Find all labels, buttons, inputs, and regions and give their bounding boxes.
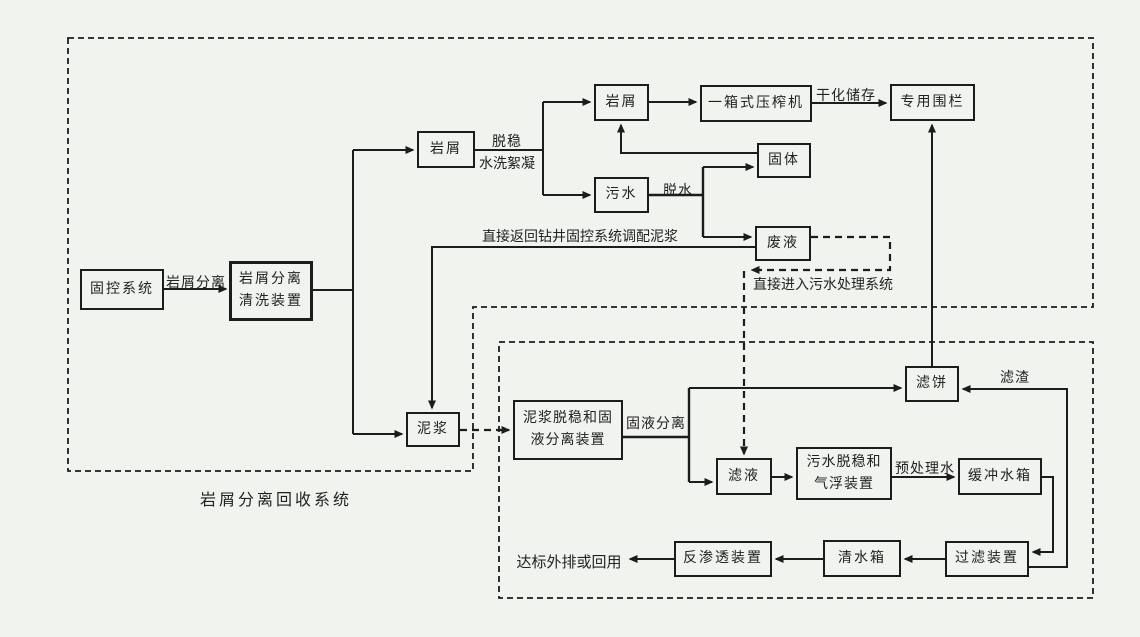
node-dedicated-enclosure: 专用围栏 — [890, 84, 975, 121]
node-label: 液分离装置 — [530, 432, 606, 448]
node-label: 一箱式压榨机 — [708, 94, 804, 111]
node-label: 泥浆脱稳和固 — [523, 410, 613, 427]
node-label: 反渗透装置 — [683, 550, 763, 567]
edge-label-cuttings-separation: 岩屑分离 — [166, 275, 226, 291]
node-cuttings-separation-washing-device: 岩屑分离 清洗装置 — [229, 261, 313, 321]
node-label: 滤液 — [728, 467, 760, 484]
edge-solids-to-cuttings2 — [617, 123, 757, 154]
label-discharge-or-reuse: 达标外排或回用 — [516, 553, 622, 571]
node-filtrate: 滤液 — [716, 458, 772, 495]
node-cuttings-1: 岩屑 — [417, 131, 475, 168]
edge-washing-split-trunk — [312, 150, 354, 434]
node-reverse-osmosis-device: 反渗透装置 — [674, 541, 772, 577]
node-filter-device: 过滤装置 — [945, 541, 1029, 577]
node-label: 滤饼 — [916, 375, 948, 392]
node-label: 岩屑 — [605, 93, 638, 110]
node-label: 过滤装置 — [955, 550, 1019, 567]
edge-label-enter-sewage-system: 直接进入污水处理系统 — [753, 277, 893, 293]
node-box-press: 一箱式压榨机 — [700, 85, 812, 122]
inner-region-boundary — [498, 341, 1094, 599]
node-label: 污水 — [605, 186, 638, 203]
edge-sewage-split-trunk — [649, 167, 705, 237]
edge-label-filter-residue: 滤渣 — [1000, 370, 1030, 386]
node-mud-destab-separation-device: 泥浆脱稳和固 液分离装置 — [513, 400, 623, 460]
node-label: 废液 — [767, 234, 799, 251]
node-clear-water-tank: 清水箱 — [823, 540, 901, 577]
node-label: 固体 — [768, 151, 800, 168]
node-label: 清水箱 — [838, 549, 886, 566]
edge-filterdevice-to-filtercake — [961, 385, 1068, 568]
node-sewage: 污水 — [594, 177, 649, 213]
edge-label-solid-liquid-separation: 固液分离 — [626, 416, 686, 432]
node-label: 专用围栏 — [900, 93, 965, 110]
node-mud: 泥浆 — [406, 412, 460, 447]
node-label: 岩屑 — [430, 140, 462, 157]
node-label: 污水脱稳和 — [806, 453, 882, 470]
edge-label-return-mud: 直接返回钻井固控系统调配泥浆 — [482, 229, 678, 245]
node-label: 固控系统 — [90, 280, 154, 297]
node-sewage-destab-flotation-device: 污水脱稳和 气浮装置 — [796, 447, 892, 500]
node-buffer-tank: 缓冲水箱 — [958, 458, 1042, 495]
edge-wasteliquid-to-sewagesystem-dashed — [750, 235, 892, 274]
edge-label-wash-flocculation: 水洗絮凝 — [479, 156, 535, 172]
node-filter-cake: 滤饼 — [905, 366, 959, 402]
node-solid-control-system: 固控系统 — [80, 269, 164, 310]
node-label: 清洗装置 — [239, 293, 303, 309]
edge-cuttings1-split-trunk — [475, 102, 544, 195]
node-label: 气浮装置 — [814, 475, 874, 492]
edge-label-dewatering: 脱水 — [663, 183, 693, 199]
edge-buffertank-to-filterdevice — [1031, 476, 1054, 556]
node-cuttings-2: 岩屑 — [594, 84, 649, 121]
edge-label-drying-storage: 干化储存 — [816, 88, 876, 104]
edge-label-destabilization: 脱稳 — [492, 134, 522, 150]
edge-muddevice-split-trunk — [623, 388, 691, 482]
outer-region-boundary — [67, 37, 1094, 472]
edge-label-pretreated-water: 预处理水 — [895, 461, 955, 477]
node-label: 缓冲水箱 — [968, 467, 1032, 484]
node-label: 岩屑分离 — [239, 271, 303, 288]
node-label: 泥浆 — [417, 420, 449, 437]
outer-region-title: 岩屑分离回收系统 — [200, 490, 353, 509]
node-waste-liquid: 废液 — [755, 226, 811, 261]
node-solids: 固体 — [757, 143, 811, 178]
edge-wasteliquid-return-to-mud — [428, 246, 755, 410]
